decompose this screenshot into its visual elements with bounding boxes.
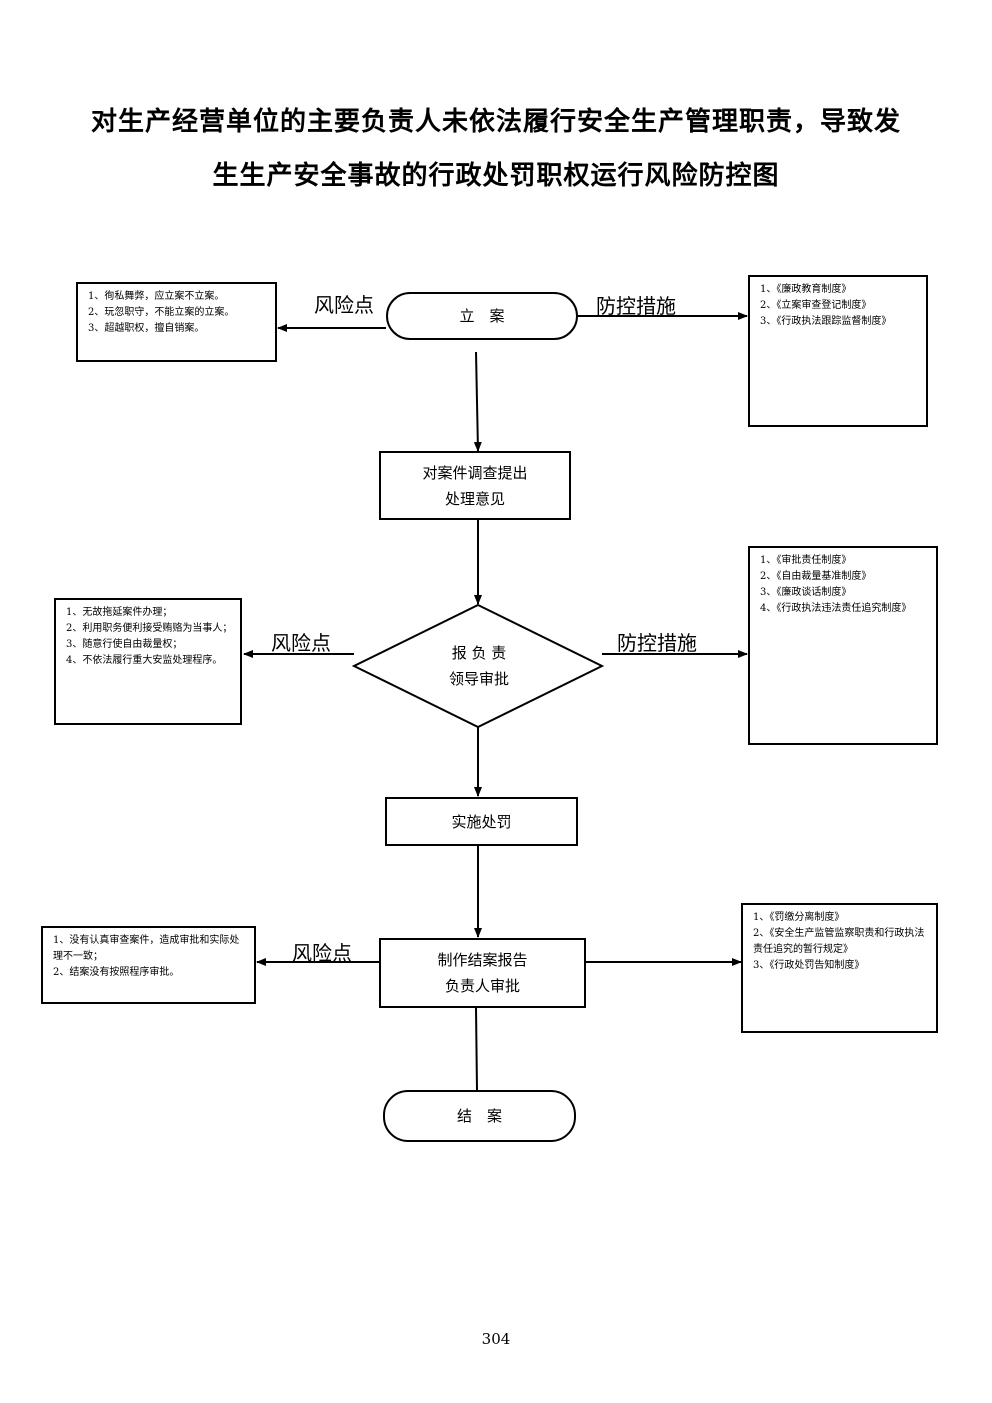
measure-item: 4、《行政执法违法责任追究制度》 (760, 603, 912, 614)
risk-item: 4、不依法履行重大安监处理程序。 (66, 655, 223, 666)
approve-label-line-2: 领导审批 (448, 670, 509, 688)
page-title-line-1: 对生产经营单位的主要负责人未依法履行安全生产管理职责，导致发 (90, 107, 901, 137)
risk-item: 1、徇私舞弊，应立案不立案。 (88, 291, 225, 302)
measure-item: 3、《行政执法跟踪监督制度》 (760, 316, 892, 327)
risk-box-approve: 1、无故拖延案件办理； 2、利用职务便利接受贿赂为当事人； 3、随意行使自由裁量… (54, 598, 242, 725)
risk-item: 3、随意行使自由裁量权； (66, 639, 183, 650)
risk-point-label-report: 风险点 (292, 941, 352, 965)
close-node: 结 案 (383, 1090, 576, 1142)
approve-decision-diamond (351, 603, 605, 729)
register-label: 立 案 (459, 307, 505, 325)
risk-item: 1、没有认真审查案件，造成审批和实际处理不一致； (53, 935, 240, 962)
approve-label: 报 负 责 领导审批 (384, 640, 574, 692)
report-label-line-2: 负责人审批 (444, 977, 520, 995)
risk-box-register: 1、徇私舞弊，应立案不立案。 2、玩忽职守，不能立案的立案。 3、超越职权，擅自… (76, 282, 277, 362)
measure-item: 1、《罚缴分离制度》 (753, 912, 845, 923)
report-label-line-1: 制作结案报告 (437, 951, 528, 969)
risk-item: 2、利用职务便利接受贿赂为当事人； (66, 623, 233, 634)
line-report-to-close (475, 1007, 478, 1091)
measure-item: 3、《行政处罚告知制度》 (753, 960, 865, 971)
risk-point-label-approve: 风险点 (271, 631, 331, 655)
control-label-approve: 防控措施 (617, 631, 697, 655)
approve-label-line-1: 报 负 责 (451, 644, 507, 662)
measure-item: 2、《安全生产监管监察职责和行政执法责任追究的暂行规定》 (753, 928, 925, 955)
execute-node: 实施处罚 (385, 797, 578, 846)
risk-box-report: 1、没有认真审查案件，造成审批和实际处理不一致； 2、结案没有按照程序审批。 (41, 926, 256, 1004)
execute-label: 实施处罚 (451, 812, 512, 831)
risk-item: 3、超越职权，擅自销案。 (88, 323, 205, 334)
arrow-register-to-investigate (473, 351, 482, 452)
risk-item: 2、玩忽职守，不能立案的立案。 (88, 307, 235, 318)
register-node: 立 案 (386, 292, 578, 340)
page-title-line-2: 生生产安全事故的行政处罚职权运行风险防控图 (212, 161, 780, 191)
measures-box-register: 1、《廉政教育制度》 2、《立案审查登记制度》 3、《行政执法跟踪监督制度》 (748, 275, 928, 427)
risk-item: 2、结案没有按照程序审批。 (53, 967, 180, 978)
measure-item: 2、《立案审查登记制度》 (760, 300, 872, 311)
measure-item: 2、《自由裁量基准制度》 (760, 571, 872, 582)
control-label-register: 防控措施 (596, 294, 676, 318)
measure-item: 1、《审批责任制度》 (760, 555, 852, 566)
measures-box-approve: 1、《审批责任制度》 2、《自由裁量基准制度》 3、《廉政谈话制度》 4、《行政… (748, 546, 938, 745)
investigate-node: 对案件调查提出 处理意见 (379, 451, 571, 520)
measures-box-report: 1、《罚缴分离制度》 2、《安全生产监管监察职责和行政执法责任追究的暂行规定》 … (741, 903, 938, 1033)
risk-item: 1、无故拖延案件办理； (66, 607, 173, 618)
investigate-label-line-2: 处理意见 (444, 489, 505, 508)
risk-point-label-register: 风险点 (314, 293, 374, 317)
investigate-label-line-1: 对案件调查提出 (422, 463, 528, 482)
report-node: 制作结案报告 负责人审批 (379, 938, 586, 1008)
measure-item: 3、《廉政谈话制度》 (760, 587, 852, 598)
page-number: 304 (481, 1330, 511, 1348)
measure-item: 1、《廉政教育制度》 (760, 284, 852, 295)
close-label: 结 案 (456, 1107, 502, 1125)
